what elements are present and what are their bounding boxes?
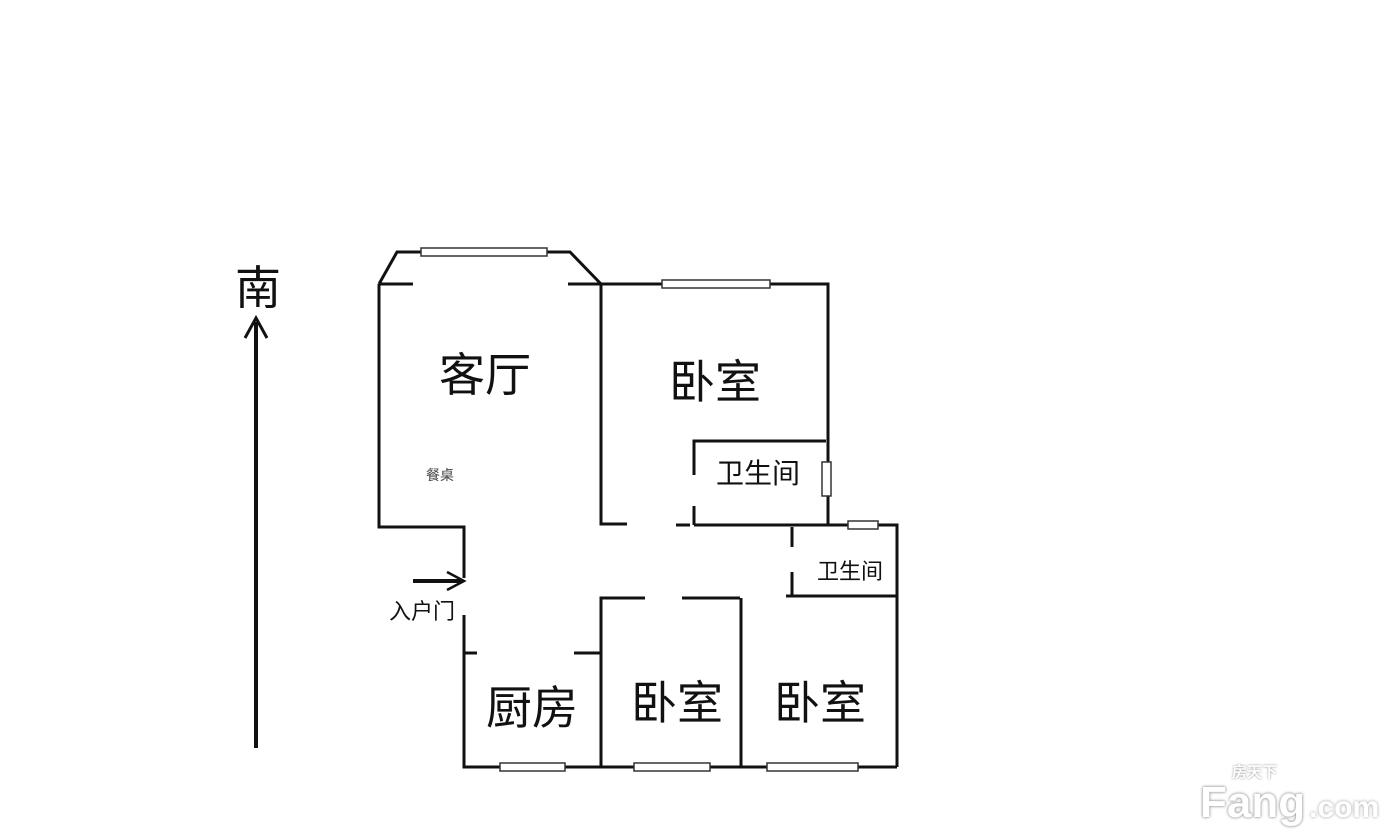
window bbox=[633, 762, 711, 772]
window bbox=[766, 762, 859, 772]
window bbox=[420, 247, 548, 257]
entrance-door-label: 入户门 bbox=[388, 600, 456, 625]
window bbox=[661, 279, 771, 289]
window bbox=[499, 762, 566, 772]
room-label-kitchen: 厨房 bbox=[486, 681, 578, 735]
room-label-master-bathroom: 卫生间 bbox=[715, 457, 801, 490]
windows bbox=[420, 247, 879, 772]
north-arrow bbox=[243, 314, 269, 748]
watermark-suffix: .com bbox=[1309, 791, 1380, 824]
compass-south-label: 南 bbox=[235, 261, 281, 315]
watermark-cn: 房天下 bbox=[1232, 763, 1278, 781]
room-label-bathroom: 卫生间 bbox=[816, 560, 884, 585]
window bbox=[847, 520, 879, 530]
entrance-arrow-icon bbox=[413, 570, 467, 592]
room-label-living-room: 客厅 bbox=[439, 348, 531, 402]
watermark-brand-row: Fang .com bbox=[1200, 781, 1379, 825]
room-label-master-bedroom: 卧室 bbox=[669, 355, 761, 409]
room-label-bedroom-middle: 卧室 bbox=[631, 676, 723, 730]
walls bbox=[377, 250, 899, 769]
room-label-bedroom-right: 卧室 bbox=[774, 676, 866, 730]
fang-watermark-logo: 房天下 Fang .com bbox=[1200, 764, 1379, 825]
watermark-brand: Fang bbox=[1200, 778, 1306, 827]
dining-table-label: 餐桌 bbox=[426, 468, 454, 484]
window bbox=[821, 461, 832, 497]
